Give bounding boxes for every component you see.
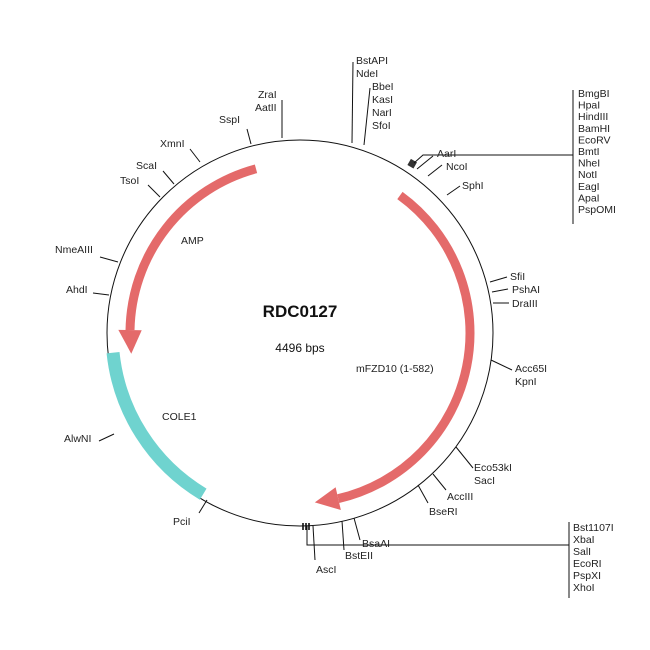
backbone-circle <box>106 139 494 527</box>
site-label: EcoRV <box>578 134 611 146</box>
site-label-eco53ki: Eco53kI <box>474 462 512 474</box>
site-label: KasI <box>372 94 393 106</box>
site-group-bstapi: BstAPI NdeI <box>351 55 388 144</box>
site-label-acciii: AccIII <box>447 491 473 503</box>
site-label: HindIII <box>578 111 608 123</box>
site-group-bbei: BbeI KasI NarI SfoI <box>363 81 394 146</box>
site-label: SalI <box>573 546 591 558</box>
site-label: ApaI <box>578 192 600 204</box>
site-group-mcs1: BmgBIHpaIHindIIIBamHIEcoRVBmtINheINotIEa… <box>407 88 616 224</box>
mfzd10-arrowhead <box>314 487 341 511</box>
site-label: Bst1107I <box>573 522 614 534</box>
site-label: XbaI <box>573 534 595 546</box>
site-label-bseri: BseRI <box>429 506 458 518</box>
feature-label-mfzd10: mFZD10 (1-582) <box>356 363 434 375</box>
site-label-bsaai: BsaAI <box>362 538 390 550</box>
mfzd10-arc <box>337 191 475 504</box>
site-label-saci: SacI <box>474 475 495 487</box>
site-label-kpni: KpnI <box>515 376 537 388</box>
site-label: BamHI <box>578 123 610 135</box>
site-label-zrai: ZraI <box>258 89 277 101</box>
site-label: NarI <box>372 107 392 119</box>
site-label-sfii: SfiI <box>510 271 525 283</box>
site-label-scai: ScaI <box>136 160 157 172</box>
site-label-ahdi: AhdI <box>66 284 88 296</box>
site-label: BbeI <box>372 81 394 93</box>
site-label-draiii: DraIII <box>512 298 538 310</box>
site-label: BmgBI <box>578 88 610 100</box>
site-label-ncoi: NcoI <box>446 161 468 173</box>
site-label: PspOMI <box>578 204 616 216</box>
site-label-bsteii: BstEII <box>345 550 373 562</box>
site-label-nmeaiii: NmeAIII <box>55 244 93 256</box>
feature-label-amp: AMP <box>181 235 204 247</box>
site-label-pshai: PshAI <box>512 284 540 296</box>
site-label-aatii: AatII <box>255 102 277 114</box>
site-label: NotI <box>578 169 597 181</box>
site-label-xmni: XmnI <box>160 138 185 150</box>
site-label: EcoRI <box>573 558 602 570</box>
amp-arrowhead <box>118 329 142 354</box>
site-label: BmtI <box>578 146 600 158</box>
site-label: PspXI <box>573 570 601 582</box>
feature-label-cole1: COLE1 <box>162 411 197 423</box>
amp-arc <box>125 164 258 331</box>
site-label: EagI <box>578 181 600 193</box>
site-label-tsoi: TsoI <box>120 175 139 187</box>
site-label: NheI <box>578 158 600 170</box>
site-label-aari: AarI <box>437 148 456 160</box>
cole1-block <box>106 351 207 500</box>
site-label: HpaI <box>578 100 600 112</box>
plasmid-name: RDC0127 <box>263 302 338 321</box>
site-label: BstAPI <box>356 55 388 67</box>
site-label-pcii: PciI <box>173 516 191 528</box>
site-label-sphi: SphI <box>462 180 484 192</box>
site-label: XhoI <box>573 582 595 594</box>
site-label: NdeI <box>356 68 378 80</box>
site-label-sspi: SspI <box>219 114 240 126</box>
site-label-asci: AscI <box>316 564 336 576</box>
site-label-alwni: AlwNI <box>64 433 91 445</box>
site-label-acc65i: Acc65I <box>515 363 547 375</box>
site-label: SfoI <box>372 120 391 132</box>
plasmid-size: 4496 bps <box>275 341 324 355</box>
